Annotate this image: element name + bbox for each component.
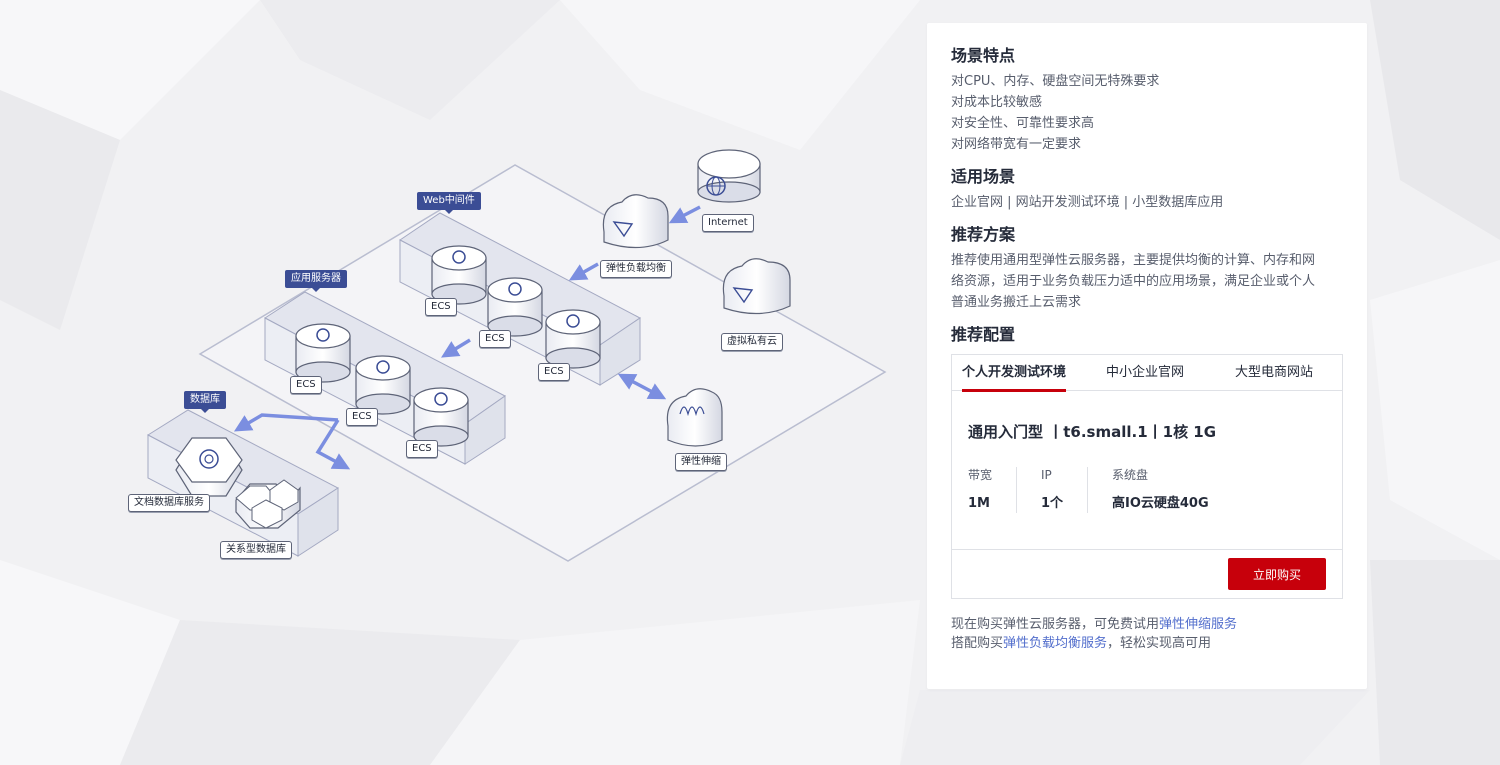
scenarios-title: 适用场景 bbox=[951, 167, 1016, 186]
tab-personal-dev[interactable]: 个人开发测试环境 bbox=[962, 355, 1067, 392]
arrow-app-db-2 bbox=[315, 419, 351, 470]
solution-title: 推荐方案 bbox=[951, 225, 1016, 244]
info-panel: 场景特点 对CPU、内存、硬盘空间无特殊要求 对成本比较敏感 对安全性、可靠性要… bbox=[927, 23, 1367, 689]
docdb-node bbox=[175, 437, 243, 497]
features-section: 场景特点 对CPU、内存、硬盘空间无特殊要求 对成本比较敏感 对安全性、可靠性要… bbox=[951, 45, 1343, 155]
promo-line-2: 搭配购买弹性负载均衡服务，轻松实现高可用 bbox=[951, 634, 1343, 653]
ecs-app-1 bbox=[295, 323, 351, 383]
feature-line: 对网络带宽有一定要求 bbox=[951, 137, 1082, 152]
label-ecs-app-3: ECS bbox=[406, 440, 438, 458]
scenarios-section: 适用场景 企业官网 | 网站开发测试环境 | 小型数据库应用 bbox=[951, 166, 1343, 213]
promo-text-3: ，轻松实现高可用 bbox=[1107, 636, 1212, 651]
label-ecs-web-1: ECS bbox=[425, 298, 457, 316]
label-ecs-app-1: ECS bbox=[290, 376, 322, 394]
promo-line-1: 现在购买弹性云服务器，可免费试用弹性伸缩服务 bbox=[951, 615, 1343, 634]
arrow-internet-elb bbox=[668, 205, 701, 224]
arrow-elb-web bbox=[568, 262, 599, 281]
spec-value: 1M bbox=[968, 496, 990, 511]
buy-now-button[interactable]: 立即购买 bbox=[1228, 558, 1326, 590]
promo-text-2: 搭配购买 bbox=[951, 636, 1004, 651]
config-tabs: 个人开发测试环境 中小企业官网 大型电商网站 bbox=[952, 355, 1342, 392]
ecs-web-3 bbox=[545, 309, 601, 369]
vpc-node bbox=[722, 258, 791, 315]
arrow-web-as bbox=[617, 373, 667, 400]
solution-section: 推荐方案 推荐使用通用型弹性云服务器，主要提供均衡的计算、内存和网 络资源，适用… bbox=[951, 224, 1343, 313]
ecs-app-2 bbox=[355, 355, 411, 415]
tab-sme-website[interactable]: 中小企业官网 bbox=[1106, 365, 1185, 380]
config-section: 推荐配置 个人开发测试环境 中小企业官网 大型电商网站 通用入门型 丨t6.sm… bbox=[951, 324, 1343, 599]
tag-database: 数据库 bbox=[184, 391, 226, 413]
ecs-app-3 bbox=[413, 387, 469, 447]
label-docdb: 文档数据库服务 bbox=[128, 494, 210, 512]
config-footer: 立即购买 bbox=[952, 549, 1342, 599]
config-title: 推荐配置 bbox=[951, 325, 1016, 344]
spec-divider bbox=[1087, 467, 1088, 513]
architecture-diagram: Web中间件 应用服务器 数据库 Internet 弹性负载均衡 虚拟私有云 弹… bbox=[128, 149, 887, 562]
spec-divider bbox=[1016, 467, 1017, 513]
spec-label: 系统盘 bbox=[1112, 468, 1149, 482]
auto-scaling-link[interactable]: 弹性伸缩服务 bbox=[1159, 617, 1238, 632]
tab-ecommerce[interactable]: 大型电商网站 bbox=[1235, 365, 1314, 380]
config-box: 个人开发测试环境 中小企业官网 大型电商网站 通用入门型 丨t6.small.1… bbox=[951, 354, 1343, 599]
rds-node bbox=[235, 479, 301, 529]
ecs-web-1 bbox=[431, 245, 487, 305]
spec-value: 高IO云硬盘40G bbox=[1112, 496, 1209, 511]
label-ecs-web-3: ECS bbox=[538, 363, 570, 381]
label-rds: 关系型数据库 bbox=[220, 541, 292, 559]
spec-label: 带宽 bbox=[968, 468, 993, 482]
feature-line: 对安全性、可靠性要求高 bbox=[951, 116, 1095, 131]
elb-link[interactable]: 弹性负载均衡服务 bbox=[1003, 636, 1108, 651]
arrow-web-app bbox=[441, 338, 471, 358]
internet-node bbox=[697, 149, 761, 203]
plan-name: 通用入门型 丨t6.small.1丨1核 1G bbox=[968, 423, 1217, 441]
as-node bbox=[666, 388, 723, 447]
db-group-box bbox=[146, 409, 339, 557]
ecs-web-2 bbox=[487, 277, 543, 337]
promo-text: 现在购买弹性云服务器，可免费试用弹性伸缩服务 搭配购买弹性负载均衡服务，轻松实现… bbox=[951, 615, 1343, 653]
label-elb: 弹性负载均衡 bbox=[600, 260, 672, 278]
feature-line: 对CPU、内存、硬盘空间无特殊要求 bbox=[951, 74, 1160, 89]
solution-line: 普通业务搬迁上云需求 bbox=[951, 295, 1082, 310]
solution-line: 推荐使用通用型弹性云服务器，主要提供均衡的计算、内存和网 bbox=[951, 253, 1316, 268]
spec-bandwidth: 带宽 1M bbox=[968, 467, 992, 515]
label-vpc: 虚拟私有云 bbox=[721, 333, 783, 351]
scenarios-text: 企业官网 | 网站开发测试环境 | 小型数据库应用 bbox=[951, 195, 1224, 210]
label-ecs-web-2: ECS bbox=[479, 330, 511, 348]
spec-value: 1个 bbox=[1041, 496, 1064, 511]
feature-line: 对成本比较敏感 bbox=[951, 95, 1043, 110]
arrow-app-db bbox=[233, 413, 339, 432]
tag-web-middleware: Web中间件 bbox=[417, 192, 481, 214]
solution-line: 络资源，适用于业务负载压力适中的应用场景，满足企业或个人 bbox=[951, 274, 1316, 289]
spec-ip: IP 1个 bbox=[1041, 467, 1063, 515]
features-title: 场景特点 bbox=[951, 46, 1016, 65]
label-as: 弹性伸缩 bbox=[675, 453, 727, 471]
spec-label: IP bbox=[1041, 468, 1052, 482]
diagram-drawing bbox=[146, 149, 887, 562]
label-ecs-app-2: ECS bbox=[346, 408, 378, 426]
label-internet: Internet bbox=[702, 214, 754, 232]
promo-text-1: 现在购买弹性云服务器，可免费试用 bbox=[951, 617, 1160, 632]
spec-system-disk: 系统盘 高IO云硬盘40G bbox=[1112, 467, 1209, 515]
tag-app-server: 应用服务器 bbox=[285, 270, 347, 292]
elb-node bbox=[602, 194, 669, 249]
